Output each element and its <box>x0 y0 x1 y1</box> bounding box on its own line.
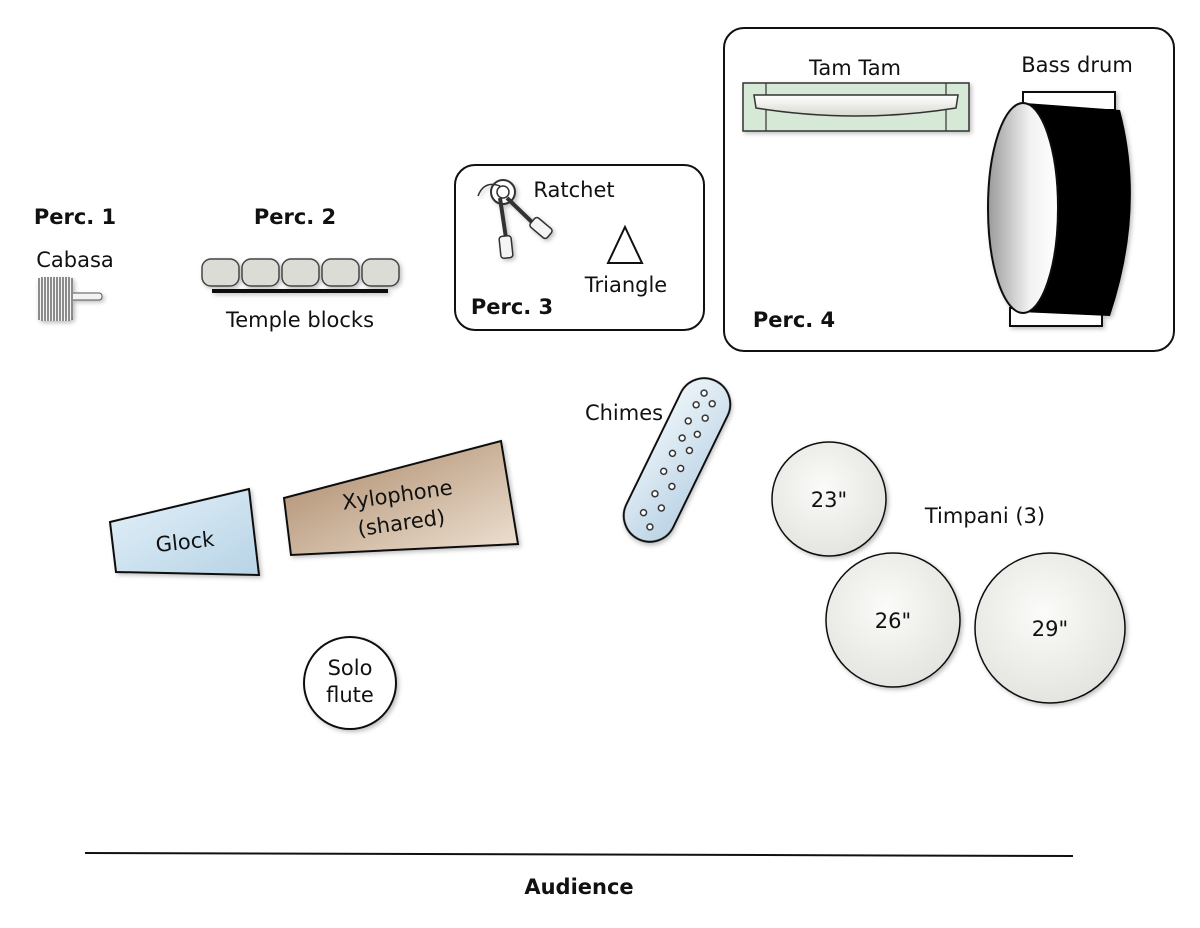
perc3-heading: Perc. 3 <box>471 295 553 319</box>
audience-label: Audience <box>524 875 633 899</box>
triangle-label: Triangle <box>584 273 667 297</box>
xylophone-group: Xylophone (shared) <box>282 439 520 557</box>
chimes-group: Chimes <box>585 377 732 543</box>
glock-group: Glock <box>108 487 261 577</box>
timpani-29-drum: 29" <box>974 552 1126 704</box>
timpani-group: 23" Timpani (3) 26" 29" <box>771 441 1126 704</box>
perc2-heading: Perc. 2 <box>254 205 336 229</box>
bass-drum-icon <box>987 91 1131 327</box>
solo-flute-label-line2: flute <box>326 683 374 707</box>
timpani-26-drum: 26" <box>825 552 961 688</box>
perc4-box <box>723 27 1175 352</box>
timpani-23-label: 23" <box>811 488 847 512</box>
timpani-26-label: 26" <box>875 609 911 633</box>
cabasa-label: Cabasa <box>36 248 114 272</box>
timpani-29-label: 29" <box>1032 617 1068 641</box>
ratchet-label: Ratchet <box>533 178 614 202</box>
timpani-23-drum: 23" <box>771 441 887 557</box>
solo-flute-icon <box>303 636 397 730</box>
tamtam-label: Tam Tam <box>808 56 901 80</box>
chimes-label: Chimes <box>585 401 663 425</box>
audience-line <box>84 852 1074 857</box>
chimes-icon <box>622 377 732 543</box>
perc2-group: Perc. 2 Temple blocks <box>201 205 400 332</box>
perc4-heading: Perc. 4 <box>753 308 835 332</box>
perc1-group: Perc. 1 Cabasa <box>34 205 116 321</box>
bassdrum-label: Bass drum <box>1021 53 1133 77</box>
solo-flute-label-line1: Solo <box>328 656 373 680</box>
triangle-icon <box>606 224 644 264</box>
xylophone-icon <box>282 439 520 557</box>
perc4-group: Tam Tam Bass drum Perc. 4 <box>723 27 1175 352</box>
perc3-group: Ratchet Triangle Perc. 3 <box>454 164 705 331</box>
glock-icon <box>108 487 261 577</box>
solo-flute-group: Solo flute <box>303 636 397 730</box>
tamtam-icon <box>742 82 970 132</box>
perc1-heading: Perc. 1 <box>34 205 116 229</box>
temple-blocks-label: Temple blocks <box>225 308 374 332</box>
temple-blocks-icon <box>201 258 400 293</box>
timpani-label: Timpani (3) <box>924 504 1045 528</box>
cabasa-icon <box>37 277 103 321</box>
ratchet-icon <box>477 179 553 260</box>
perc3-box <box>454 164 705 331</box>
